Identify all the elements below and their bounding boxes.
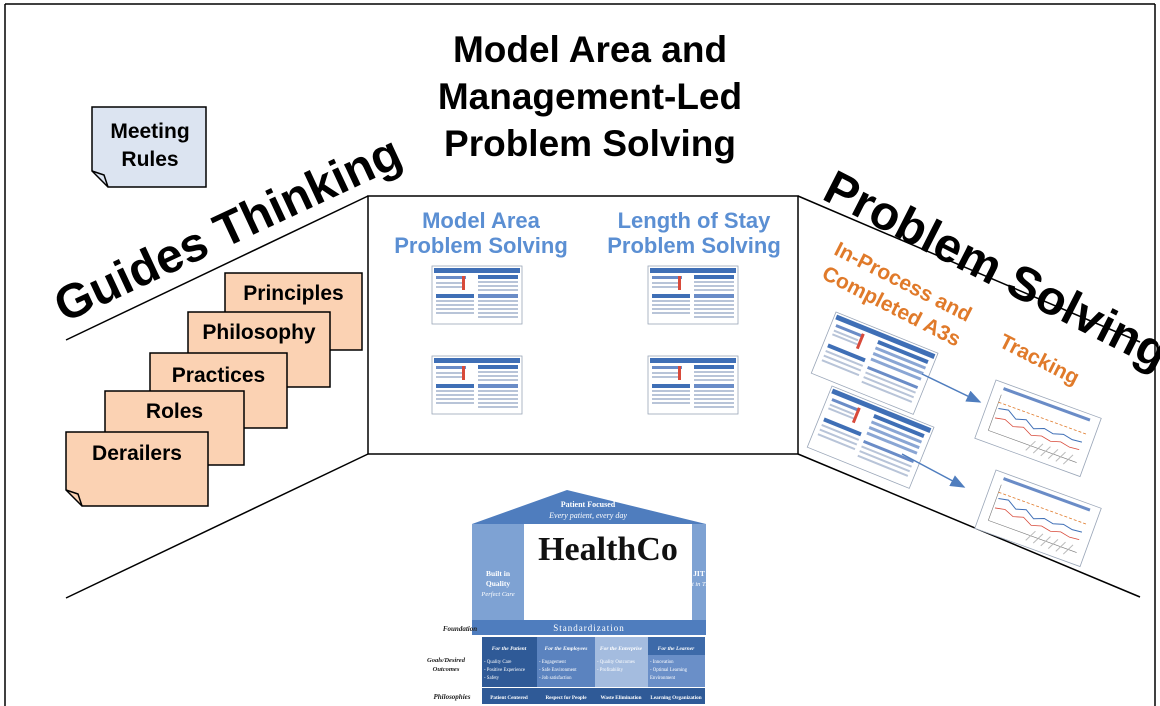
goal-patient-item-1: - Quality Care — [484, 660, 511, 665]
goal-cell-employees — [537, 655, 595, 687]
roof-subtitle: Every patient, every day — [548, 511, 627, 520]
foundation-label: Foundation — [443, 625, 477, 633]
note-line-2: Rules — [121, 148, 179, 171]
goal-enterprise-item-1: - Quality Outcomes — [597, 660, 635, 665]
title-line-3: Problem Solving — [444, 123, 736, 164]
model-area-heading-line-1: Model Area — [422, 208, 540, 233]
goal-header-patient-text: For the Patient — [492, 646, 527, 652]
philosophy-waste-elimination: Waste Elimination — [600, 695, 641, 701]
philosophies-bar — [482, 688, 705, 704]
goal-learner-item-3: Environment — [650, 676, 676, 681]
card-label-roles: Roles — [145, 400, 204, 423]
left-pillar-line-2: Quality — [486, 579, 510, 588]
card-label-derailers: Derailers — [92, 442, 182, 465]
house-roof — [472, 490, 706, 524]
right-pillar-line-2: Just in Time — [683, 581, 715, 588]
goal-employees-item-3: - Job satisfaction — [539, 676, 572, 681]
goal-header-patient — [482, 637, 537, 655]
right-wall-top-line — [797, 195, 1141, 343]
arrow-to-tracking-1 — [921, 373, 982, 403]
arrow-to-tracking-2 — [901, 453, 966, 488]
goal-patient-item-3: - Safety — [484, 676, 500, 681]
goals-label-line-1: Goals/Desired — [427, 657, 466, 664]
center-wall-frame — [367, 195, 799, 455]
house-center-panel — [524, 524, 692, 620]
card-label-principles: Principles — [243, 282, 344, 305]
title-line-1: Model Area and — [452, 29, 728, 70]
goal-header-employees — [537, 637, 595, 655]
title-line-2: Management-Led — [437, 76, 743, 117]
card-stack — [65, 272, 363, 507]
card-label-philosophy: Philosophy — [202, 321, 316, 344]
left-pillar-line-1: Built in — [486, 569, 511, 578]
meeting-rules-note-shape — [91, 106, 207, 188]
goal-header-employees-text: For the Employees — [545, 646, 588, 652]
goal-patient-item-2: - Positive Experience — [484, 668, 525, 673]
right-wall-images — [806, 311, 1102, 568]
goal-header-learner — [648, 637, 705, 655]
meeting-rules-note: Meeting Rules — [92, 118, 208, 174]
philosophy-respect-for-people: Respect for People — [545, 695, 587, 701]
goal-header-enterprise-text: For the Enterprise — [600, 646, 643, 652]
left-pillar-line-3: Perfect Care — [480, 591, 514, 598]
left-wall-bottom-line — [65, 453, 369, 599]
goal-cell-enterprise — [595, 655, 648, 687]
tracking-chart-1 — [974, 379, 1102, 478]
length-of-stay-heading-line-2: Problem Solving — [607, 233, 781, 258]
page-title: Model Area and Management-Led Problem So… — [380, 26, 800, 167]
healthco-brand: HealthCo — [538, 531, 678, 568]
model-area-heading: Model Area Problem Solving — [386, 208, 576, 258]
foundation-bar — [472, 620, 706, 635]
healthco-house: Patient Focused Every patient, every day… — [427, 490, 715, 704]
goal-employees-item-2: - Safe Environment — [539, 668, 577, 673]
goal-cell-learner — [648, 655, 705, 687]
length-of-stay-heading-line-1: Length of Stay — [617, 208, 771, 233]
philosophy-learning-organization: Learning Organization — [650, 695, 701, 701]
foundation-bar-text: Standardization — [553, 623, 624, 633]
right-pillar-line-1: JIT — [693, 569, 705, 578]
tracking-chart-2 — [974, 469, 1102, 568]
goal-learner-item-1: - Innovation — [650, 660, 674, 665]
goal-enterprise-item-2: - Profitability — [597, 668, 624, 673]
philosophies-label: Philosophies — [434, 693, 471, 701]
card-derailers — [65, 431, 209, 507]
goal-employees-item-1: - Engagement — [539, 660, 566, 665]
goal-header-learner-text: For the Learner — [658, 646, 696, 652]
philosophy-patient-centered: Patient Centered — [490, 695, 528, 701]
note-line-1: Meeting — [110, 120, 190, 143]
model-area-heading-line-2: Problem Solving — [394, 233, 568, 258]
right-wall-bottom-line — [797, 453, 1141, 598]
goal-cell-patient — [482, 655, 537, 687]
card-label-practices: Practices — [171, 364, 266, 387]
length-of-stay-heading: Length of Stay Problem Solving — [596, 208, 792, 258]
goals-label-line-2: Outcomes — [433, 666, 460, 673]
goal-header-enterprise — [595, 637, 648, 655]
roof-title: Patient Focused — [561, 500, 616, 509]
left-wall-top-line — [65, 195, 369, 341]
goal-learner-item-2: - Optimal Learning — [650, 668, 688, 673]
